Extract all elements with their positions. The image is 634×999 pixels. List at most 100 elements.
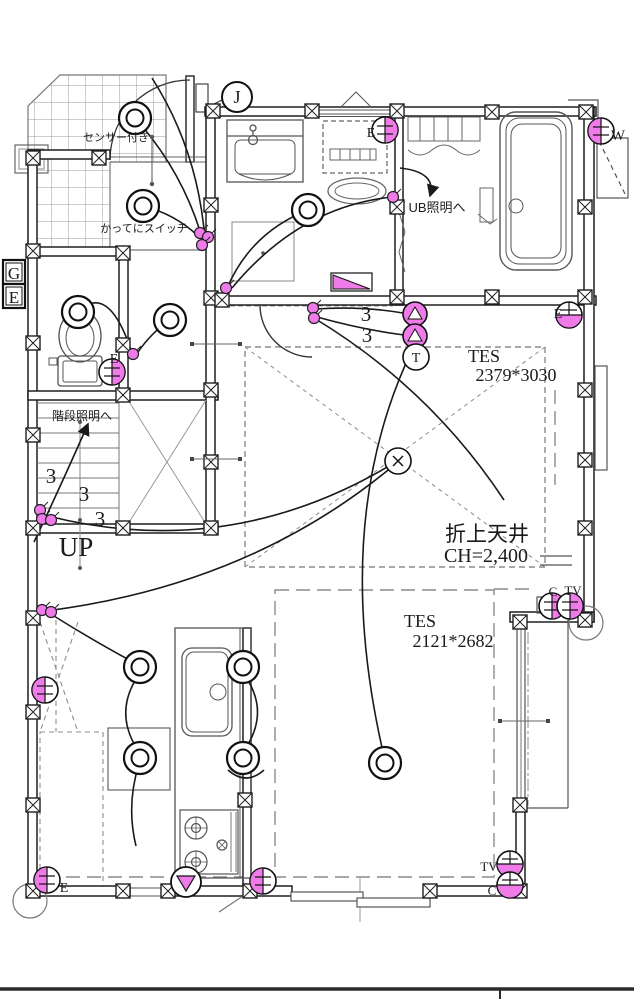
plan-label: 3 xyxy=(95,507,106,531)
sliding-door-panel xyxy=(290,891,364,902)
switch-symbol xyxy=(44,511,60,527)
vanity xyxy=(226,119,304,183)
ceiling-light-symbol xyxy=(60,294,96,330)
bathtub xyxy=(499,111,573,271)
wall-post xyxy=(389,289,405,305)
wall-outlet-symbol xyxy=(98,358,126,386)
wall-post xyxy=(577,520,593,536)
wiring-arc xyxy=(130,763,140,847)
plan-label: 3 xyxy=(79,482,90,506)
switch-symbol xyxy=(201,228,217,244)
meter-box-g: G xyxy=(1,258,27,286)
switch-symbol xyxy=(44,603,60,619)
wall-post xyxy=(577,289,593,305)
wiring-arc xyxy=(315,307,404,314)
wiring-arc xyxy=(45,465,394,612)
wall-post xyxy=(304,103,320,119)
wall-outlet-symbol xyxy=(555,301,583,329)
sliding-door-panel xyxy=(356,897,431,908)
exhaust-fan-symbol xyxy=(402,301,428,327)
stairs xyxy=(37,399,207,570)
plan-label: かってにスイッチ xyxy=(100,222,187,235)
wall-outlet-symbol xyxy=(249,867,277,895)
plan-label: 2121*2682 xyxy=(413,631,494,651)
wiring-layer xyxy=(33,77,505,847)
wall-post xyxy=(205,103,221,119)
plan-label: E xyxy=(110,352,119,367)
wall-post xyxy=(25,704,41,720)
plan-label: UB照明へ xyxy=(408,200,465,215)
wiring-arc xyxy=(47,462,395,532)
title-block-line xyxy=(0,987,634,999)
switch-symbol xyxy=(307,309,323,325)
plan-label: TV xyxy=(480,859,498,874)
wall-post xyxy=(203,382,219,398)
grid-mark xyxy=(190,457,242,461)
plan-label: E xyxy=(60,881,69,896)
wall-outlet-symbol xyxy=(587,117,615,145)
plan-label: E xyxy=(554,307,563,322)
wall-post xyxy=(115,387,131,403)
wiring-arc xyxy=(151,77,206,241)
ceiling-light-symbol xyxy=(225,649,261,685)
plan-label: 3 xyxy=(362,323,373,347)
sensor-dot xyxy=(149,181,155,187)
wall-post xyxy=(115,245,131,261)
bath-folding-door xyxy=(398,211,406,273)
ceiling-light-symbol xyxy=(117,100,153,136)
meter-box-e: E xyxy=(1,282,27,310)
plan-label: UP xyxy=(59,532,94,562)
wall-post xyxy=(25,427,41,443)
floor-hatch xyxy=(231,221,295,282)
wall-post xyxy=(203,197,219,213)
wiring-arc xyxy=(124,672,141,753)
wall-post xyxy=(577,452,593,468)
dining-table xyxy=(107,727,171,791)
labels-layer: センサー付きかってにスイッチUB照明へ階段照明へUPTES2379*3030折上… xyxy=(46,126,626,898)
wall-post xyxy=(214,292,230,308)
ceiling-light-symbol xyxy=(122,649,158,685)
plan-label: センサー付き xyxy=(83,131,149,144)
wall-post xyxy=(578,104,594,120)
wall-post xyxy=(577,382,593,398)
ceiling-light-symbol xyxy=(225,740,261,776)
wall-post xyxy=(577,199,593,215)
plan-label: C xyxy=(549,584,558,599)
wall-post xyxy=(115,337,131,353)
ceiling-box-symbol xyxy=(384,447,412,475)
wall-post xyxy=(512,797,528,813)
grid-mark xyxy=(498,719,550,723)
wall-post xyxy=(203,520,219,536)
wiring-arc xyxy=(313,317,505,501)
tes-remote-label: T xyxy=(412,351,421,366)
wall-outlet-symbol xyxy=(496,871,524,899)
wiring-arc xyxy=(316,316,405,336)
wall-post xyxy=(237,792,253,808)
roof-vent-mark xyxy=(339,91,373,109)
plan-label: 3 xyxy=(361,302,372,326)
wall-post xyxy=(25,150,41,166)
wall-post xyxy=(91,150,107,166)
wall-post xyxy=(203,454,219,470)
ceiling-light-symbol xyxy=(152,302,188,338)
ceiling-light-symbol xyxy=(367,745,403,781)
wall-post xyxy=(577,612,593,628)
wall-post xyxy=(25,797,41,813)
washroom-door-arc xyxy=(259,304,313,358)
wiring-arc xyxy=(227,769,265,779)
slope-marker xyxy=(330,272,373,292)
furniture-dashed-outlines xyxy=(39,620,104,887)
ceiling-light-symbol xyxy=(122,740,158,776)
wall-post xyxy=(25,520,41,536)
sensor-dot xyxy=(149,134,155,140)
switch-symbol xyxy=(35,510,51,526)
plan-label: 3 xyxy=(46,464,57,488)
wiring-arc xyxy=(45,610,134,663)
wall-post xyxy=(25,335,41,351)
junction-label: J xyxy=(233,87,240,107)
floor-outlet-symbol xyxy=(170,866,202,898)
wall-post xyxy=(115,520,131,536)
